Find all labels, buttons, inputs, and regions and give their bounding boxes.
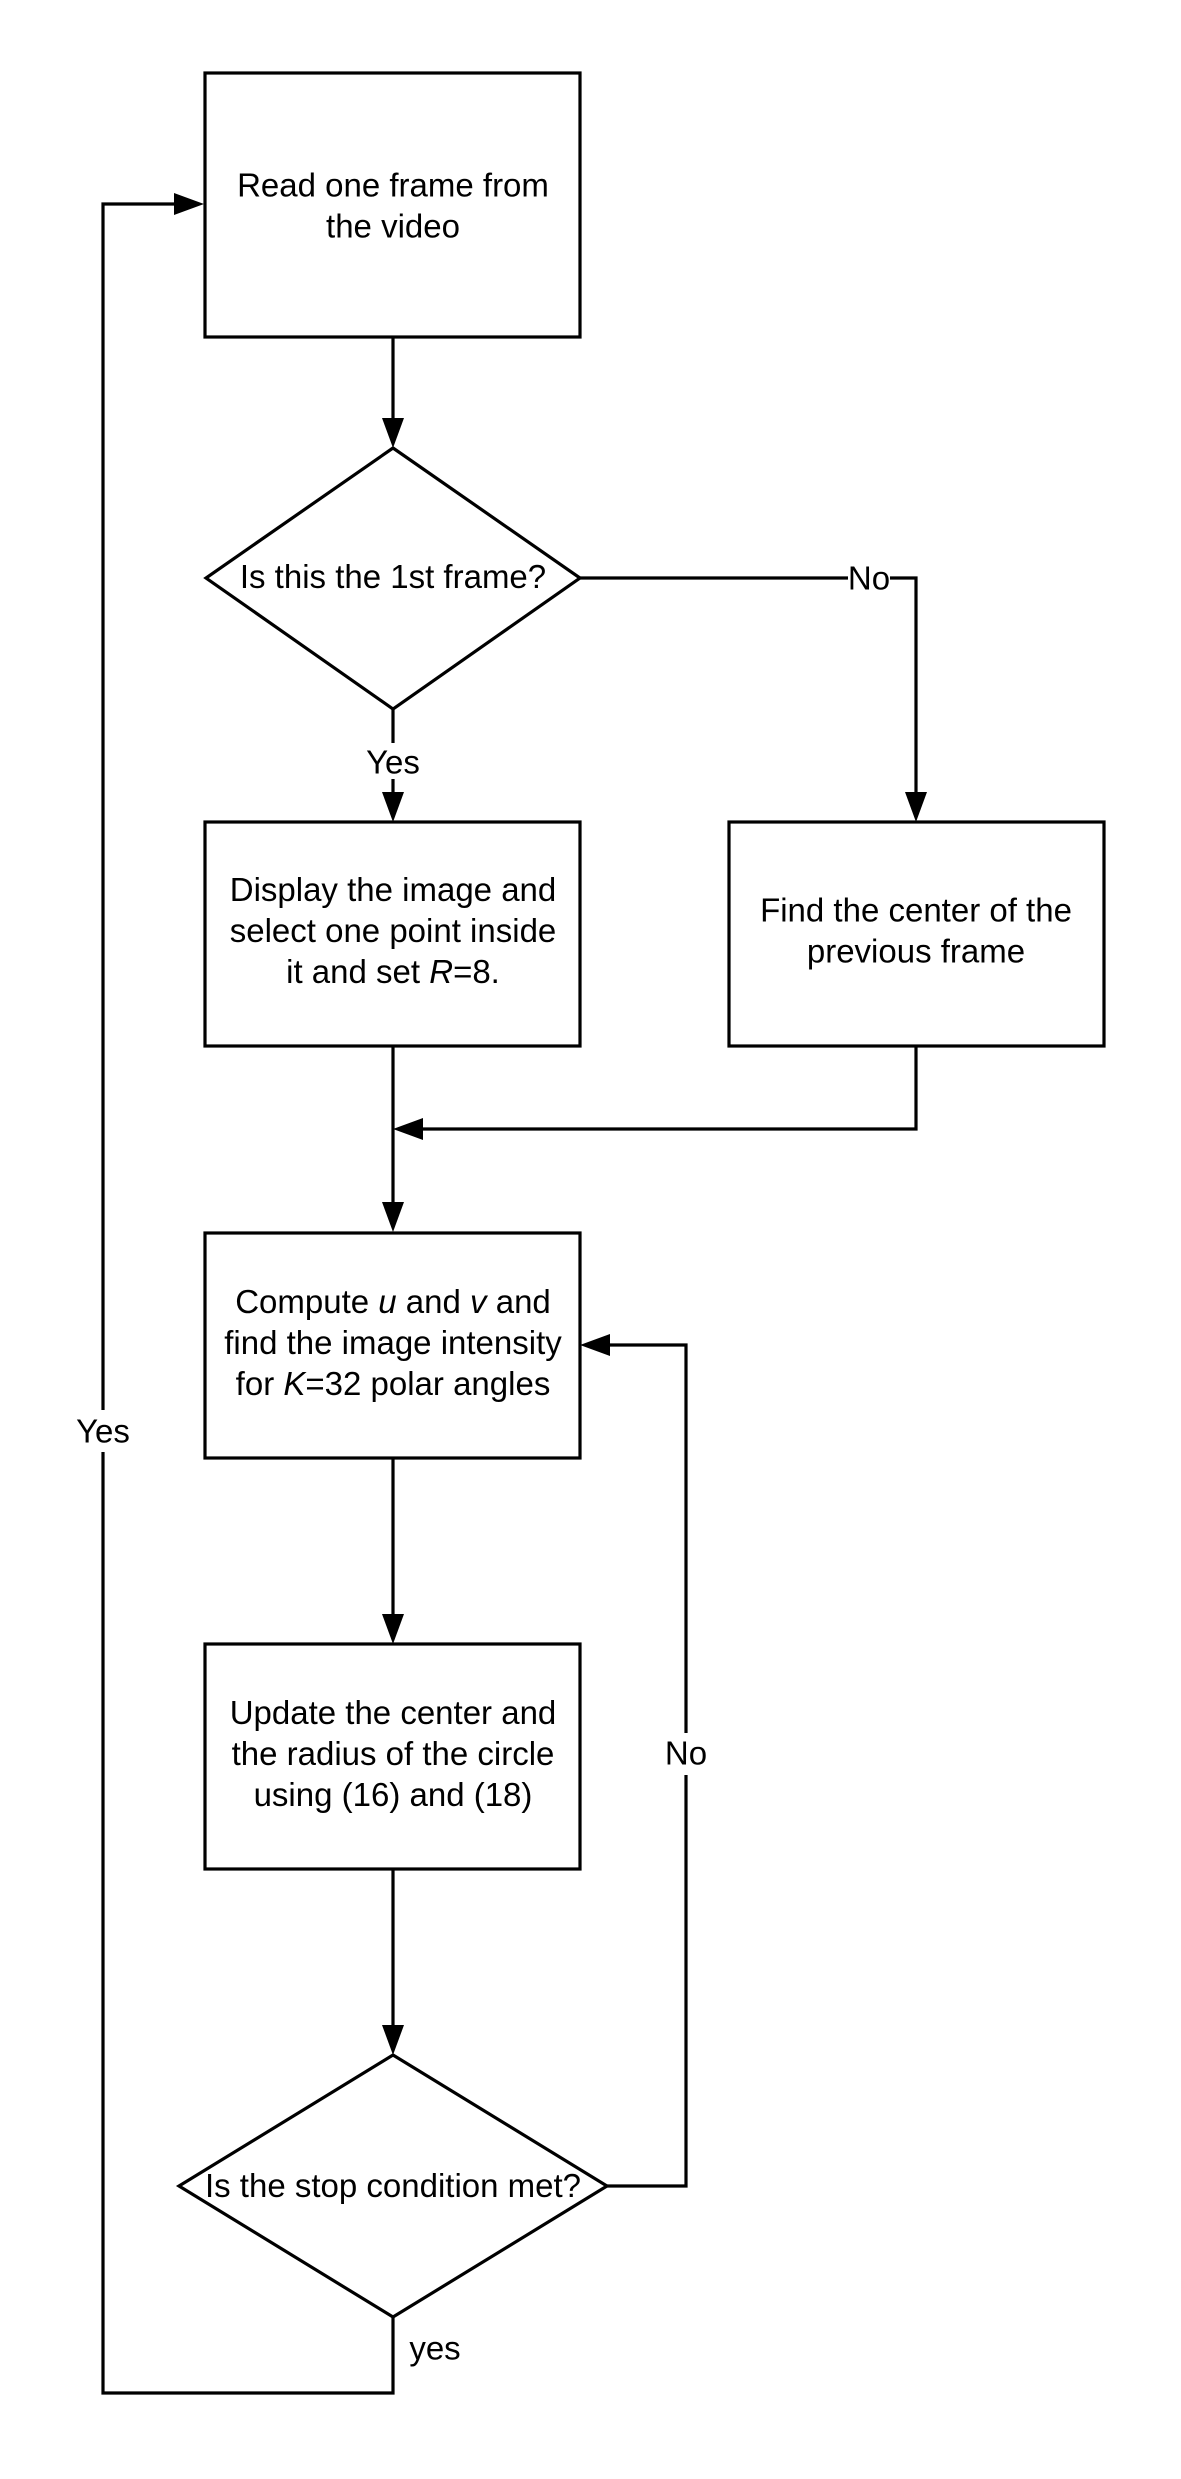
node-text-line: Update the center and <box>230 1694 557 1731</box>
compute-uv-text: Compute u and v and find the image intens… <box>224 1283 562 1402</box>
node-text-run: Display the image and <box>230 871 557 908</box>
node-text-run: and <box>397 1283 470 1320</box>
arrowhead <box>580 1334 610 1356</box>
arrowhead <box>393 1118 423 1140</box>
node-stop-condition <box>175 2053 611 2319</box>
node-text-run: the video <box>326 207 460 244</box>
node-texts: Read one frame from the video Is this the… <box>205 166 1072 2204</box>
stop-condition-text: Is the stop condition met? <box>205 2167 581 2204</box>
node-text-run: previous frame <box>807 932 1025 969</box>
node-text-run: Is this the 1st frame? <box>240 558 546 595</box>
node-text-line: Read one frame from <box>237 166 549 203</box>
is-first-frame-text: Is this the 1st frame? <box>240 558 546 595</box>
node-text-line: Is this the 1st frame? <box>240 558 546 595</box>
node-text-run: it and set <box>286 953 429 990</box>
node-text-run: K <box>283 1365 307 1402</box>
node-text-line: Is the stop condition met? <box>205 2167 581 2204</box>
edge-find-center-merge <box>423 1046 918 1131</box>
label-stop-yes: yes <box>409 2330 460 2367</box>
node-text-run: select one point inside <box>230 912 557 949</box>
display-image-text: Display the image and select one point in… <box>230 871 557 990</box>
node-text-run: =8. <box>453 953 500 990</box>
node-text-run: v <box>470 1283 489 1320</box>
node-text-run: find the image intensity <box>224 1324 562 1361</box>
node-text-line: the radius of the circle <box>232 1735 555 1772</box>
edges <box>101 193 927 2395</box>
node-text-line: Compute u and v and <box>235 1283 551 1320</box>
label-bg <box>662 1733 710 1775</box>
arrowhead <box>382 1202 404 1232</box>
update-center-text: Update the center and the radius of the c… <box>230 1694 557 1813</box>
node-text-run: =32 polar angles <box>305 1365 550 1402</box>
node-find-center <box>727 820 1106 1048</box>
arrowhead <box>382 792 404 822</box>
node-text-run: Compute <box>235 1283 378 1320</box>
label-bg <box>70 1410 136 1452</box>
node-text-run: Update the center and <box>230 1694 557 1731</box>
edge-labels: No Yes Yes No yes <box>70 560 890 2367</box>
node-text-line: select one point inside <box>230 912 557 949</box>
label-first-no: No <box>848 560 890 597</box>
node-text-line: it and set R=8. <box>286 953 500 990</box>
node-update-center <box>203 1642 582 1871</box>
label-bg <box>360 743 426 779</box>
edge-loop-back <box>101 202 395 2395</box>
node-text-run: for <box>236 1365 284 1402</box>
label-loop-yes: Yes <box>76 1413 130 1450</box>
node-text-line: Display the image and <box>230 871 557 908</box>
edge-first-no <box>580 576 918 792</box>
node-text-line: find the image intensity <box>224 1324 562 1361</box>
node-text-line: for K=32 polar angles <box>236 1365 551 1402</box>
nodes <box>175 71 1106 2319</box>
node-text-run: R <box>429 953 453 990</box>
read-frame-text: Read one frame from the video <box>237 166 549 244</box>
node-text-run: u <box>378 1283 396 1320</box>
label-stop-no: No <box>665 1735 707 1772</box>
node-text-line: Find the center of the <box>760 891 1072 928</box>
arrowhead <box>174 193 204 215</box>
node-text-run: Find the center of the <box>760 891 1072 928</box>
label-bg <box>848 560 890 596</box>
arrowhead <box>382 1614 404 1644</box>
node-text-line: previous frame <box>807 932 1025 969</box>
node-text-line: the video <box>326 207 460 244</box>
node-is-first-frame <box>203 446 583 711</box>
node-read-frame <box>203 71 582 339</box>
node-text-run: Is the stop condition met? <box>205 2167 581 2204</box>
node-text-run: Read one frame from <box>237 166 549 203</box>
arrowhead <box>905 792 927 822</box>
node-text-run: using (16) and (18) <box>254 1776 533 1813</box>
arrowhead <box>382 418 404 448</box>
node-text-run: and <box>487 1283 551 1320</box>
node-text-run: the radius of the circle <box>232 1735 555 1772</box>
label-first-yes: Yes <box>366 744 420 781</box>
node-compute-uv <box>203 1231 582 1460</box>
find-center-text: Find the center of the previous frame <box>760 891 1072 969</box>
node-text-line: using (16) and (18) <box>254 1776 533 1813</box>
node-display-image <box>203 820 582 1048</box>
arrowhead <box>382 2025 404 2055</box>
